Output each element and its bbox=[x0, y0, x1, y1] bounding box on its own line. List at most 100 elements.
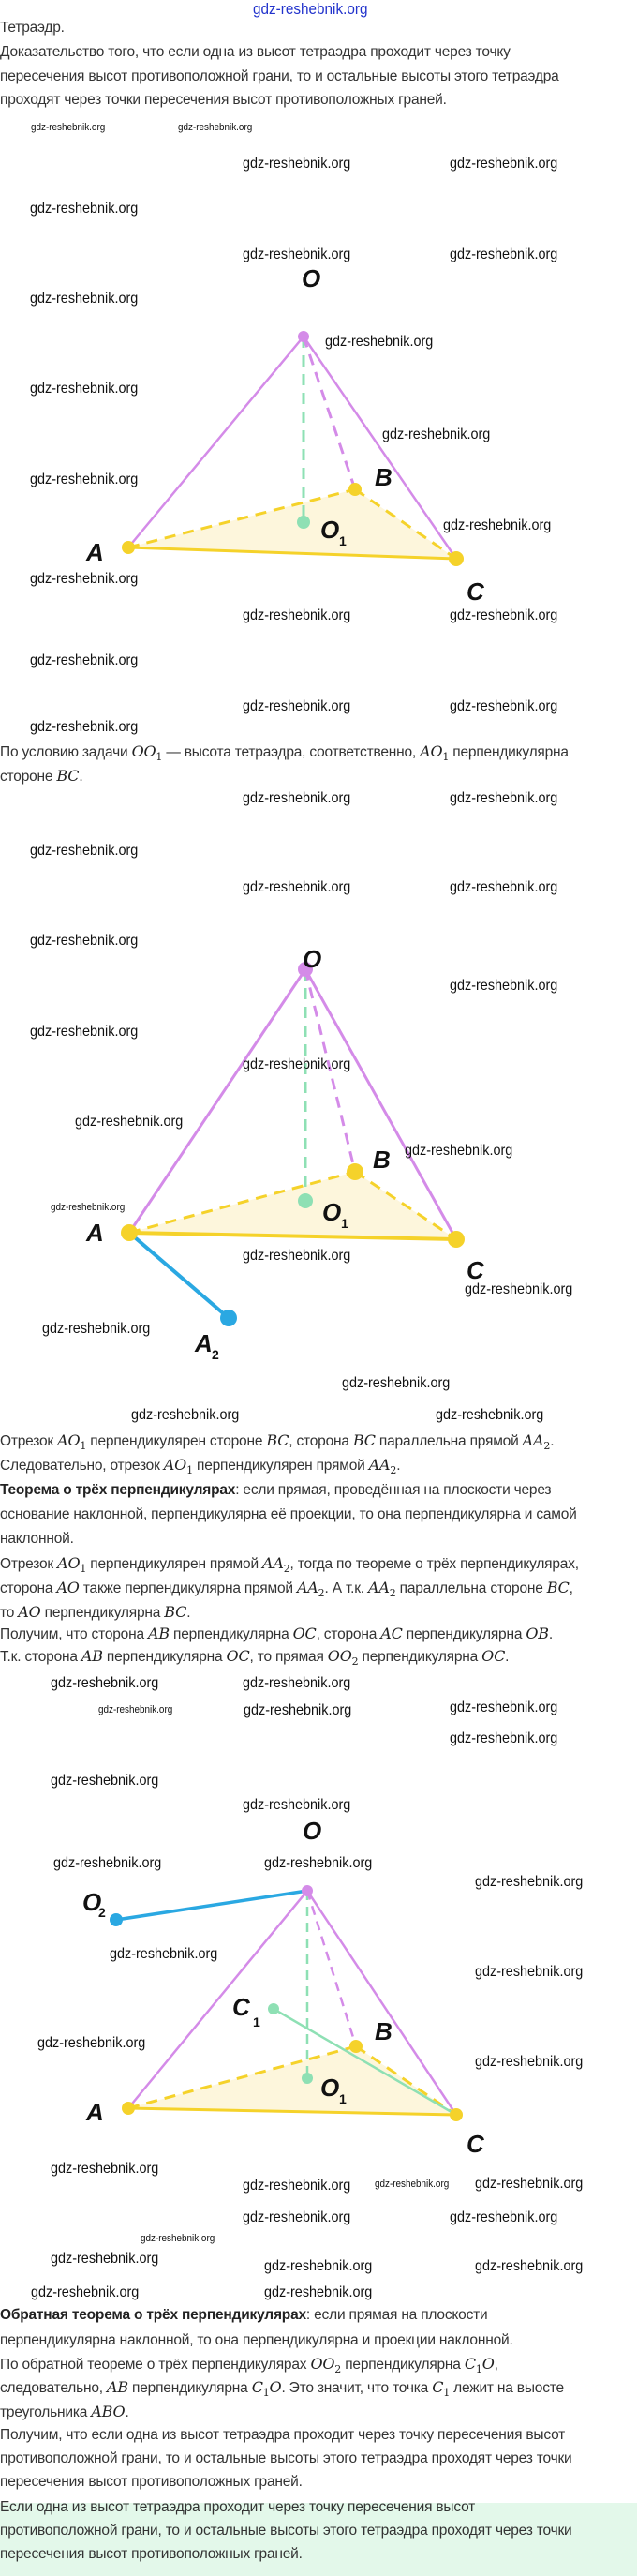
point-o2 bbox=[110, 1913, 123, 1926]
math-symbol: AC bbox=[380, 1625, 403, 1642]
math-symbol: OO bbox=[327, 1647, 352, 1665]
base-face bbox=[129, 1172, 456, 1239]
watermark: gdz-reshebnik.org bbox=[450, 1730, 558, 1746]
watermark: gdz-reshebnik.org bbox=[98, 1704, 173, 1715]
text-line: перпендикулярна наклонной, то она перпен… bbox=[0, 2331, 513, 2350]
math-subscript: 1 bbox=[186, 1464, 193, 1477]
watermark: gdz-reshebnik.org bbox=[51, 2251, 159, 2267]
text-segment: треугольника bbox=[0, 2404, 92, 2420]
text-line: противоположной грани, то и остальные вы… bbox=[0, 2522, 572, 2540]
math-symbol: AO bbox=[420, 742, 443, 760]
math-expression: OC bbox=[227, 1647, 250, 1665]
text-segment: . bbox=[79, 769, 83, 785]
text-segment: перпендикулярна bbox=[127, 2380, 252, 2396]
math-expression: O bbox=[482, 2355, 495, 2373]
edge-oc bbox=[302, 336, 458, 560]
math-symbol: AA bbox=[368, 1456, 391, 1474]
text-segment: , bbox=[569, 1580, 573, 1596]
label-o1: O bbox=[320, 2074, 339, 2102]
label-a: A bbox=[85, 1219, 104, 1247]
text-line: пересечения высот противоположных граней… bbox=[0, 2545, 303, 2564]
math-symbol: BC bbox=[546, 1579, 570, 1596]
math-subscript: 1 bbox=[80, 1440, 87, 1453]
text-line: Т.к. сторона AB перпендикулярна OC, то п… bbox=[0, 1647, 509, 1671]
text-segment: . А т.к. bbox=[324, 1580, 369, 1596]
bold-term: Обратная теорема о трёх перпендикулярах bbox=[0, 2307, 306, 2323]
text-segment: По условию задачи bbox=[0, 744, 132, 760]
line-c1c bbox=[273, 2007, 457, 2117]
diagram-2: O A B C O 1 A 2 bbox=[85, 945, 485, 1362]
math-symbol: AB bbox=[81, 1647, 103, 1665]
math-symbol: OC bbox=[226, 1647, 250, 1665]
text-line: проходят через точки пересечения высот п… bbox=[0, 91, 447, 110]
math-expression: AC bbox=[380, 1625, 403, 1642]
watermark: gdz-reshebnik.org bbox=[450, 698, 558, 714]
bold-term: Теорема о трёх перпендикулярах bbox=[0, 1482, 236, 1498]
text-line: следовательно, AB перпендикулярна C1O. Э… bbox=[0, 2378, 564, 2403]
watermark: gdz-reshebnik.org bbox=[264, 1855, 373, 1871]
math-expression: OO1 bbox=[131, 742, 163, 763]
math-symbol: C bbox=[251, 2378, 263, 2396]
text-line: По обратной теореме о трёх перпендикуляр… bbox=[0, 2355, 498, 2379]
math-expression: BC bbox=[266, 1431, 289, 1449]
watermark: gdz-reshebnik.org bbox=[342, 1375, 451, 1391]
watermark: gdz-reshebnik.org bbox=[243, 2209, 351, 2225]
text-line: основание наклонной, перпендикулярна её … bbox=[0, 1505, 577, 1524]
edge-oc bbox=[305, 1890, 458, 2116]
math-symbol: BC bbox=[164, 1603, 187, 1621]
label-o: O bbox=[303, 945, 321, 973]
math-expression: C1 bbox=[432, 2378, 450, 2399]
watermark: gdz-reshebnik.org bbox=[31, 2284, 140, 2300]
label-a: A bbox=[85, 2098, 104, 2126]
base-face bbox=[128, 489, 456, 559]
math-expression: AO1 bbox=[164, 1456, 193, 1477]
math-symbol: OO bbox=[131, 742, 156, 760]
edge-ac bbox=[127, 2106, 457, 2117]
watermark: gdz-reshebnik.org bbox=[30, 472, 139, 487]
label-o2-sub: 2 bbox=[98, 1905, 106, 1920]
math-expression: OB bbox=[526, 1625, 549, 1642]
label-c: C bbox=[467, 577, 485, 606]
watermark: gdz-reshebnik.org bbox=[243, 1248, 351, 1264]
math-symbol: BC bbox=[56, 767, 80, 785]
text-line: Получим, что сторона AB перпендикулярна … bbox=[0, 1625, 553, 1644]
watermark: gdz-reshebnik.org bbox=[243, 698, 351, 714]
edge-ob bbox=[304, 968, 357, 1173]
watermark: gdz-reshebnik.org bbox=[243, 1675, 351, 1691]
text-segment: , сторона bbox=[316, 1626, 381, 1642]
text-segment: . bbox=[396, 1458, 401, 1474]
watermark: gdz-reshebnik.org bbox=[30, 652, 139, 668]
watermark: gdz-reshebnik.org bbox=[475, 2258, 584, 2274]
point-a bbox=[122, 541, 135, 554]
label-c: C bbox=[467, 1256, 485, 1284]
math-subscript: 2 bbox=[318, 1587, 325, 1600]
text-line: сторона AO также перпендикулярна прямой … bbox=[0, 1579, 573, 1603]
label-o1-sub: 1 bbox=[339, 533, 347, 548]
math-expression: AB bbox=[81, 1647, 103, 1665]
text-segment: перпендикулярна bbox=[341, 2357, 465, 2373]
label-a2: A bbox=[194, 1329, 213, 1357]
math-expression: AA2 bbox=[523, 1431, 551, 1452]
watermark: gdz-reshebnik.org bbox=[465, 1281, 573, 1297]
answer-highlight bbox=[0, 2503, 637, 2576]
text-segment: также перпендикулярна прямой bbox=[79, 1580, 297, 1596]
text-line: Отрезок AO1 перпендикулярен прямой AA2, … bbox=[0, 1554, 579, 1579]
math-subscript: 1 bbox=[475, 2363, 482, 2376]
text-segment: , тогда по теореме о трёх перпендикуляра… bbox=[289, 1556, 580, 1572]
text-line: Обратная теорема о трёх перпендикулярах:… bbox=[0, 2306, 488, 2325]
text-segment: сторона bbox=[0, 1580, 57, 1596]
text-line: треугольника ABO. bbox=[0, 2403, 129, 2422]
edge-bc bbox=[355, 2044, 457, 2117]
math-expression: OC bbox=[293, 1625, 317, 1642]
point-o1 bbox=[302, 2073, 313, 2084]
line-aa2 bbox=[127, 1231, 230, 1320]
text-segment: проходят через точки пересечения высот п… bbox=[0, 92, 447, 108]
math-subscript: 1 bbox=[80, 1563, 87, 1576]
point-b bbox=[348, 483, 362, 496]
watermark: gdz-reshebnik.org bbox=[450, 247, 558, 262]
text-segment: Отрезок bbox=[0, 1433, 58, 1449]
text-segment: перпендикулярна bbox=[402, 1626, 526, 1642]
text-segment: параллельна прямой bbox=[375, 1433, 523, 1449]
edge-oa bbox=[127, 968, 307, 1234]
math-symbol: C bbox=[464, 2355, 476, 2373]
